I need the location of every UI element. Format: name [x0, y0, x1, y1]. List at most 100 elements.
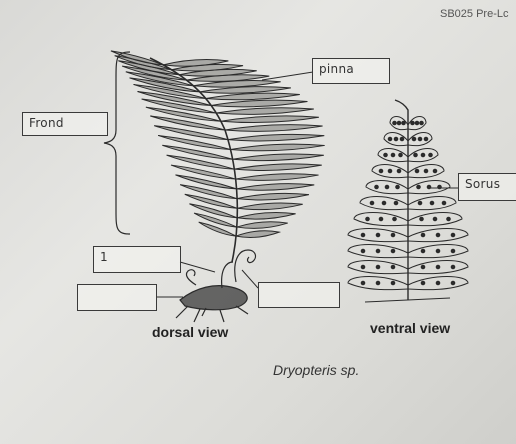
sorus-dot: [435, 232, 441, 238]
fiddlehead-right: [234, 249, 257, 283]
ventral-pinna-right: [407, 196, 457, 211]
ventral-pinna-left: [359, 196, 409, 211]
pinna-left: [133, 83, 206, 99]
sorus-dot: [395, 184, 400, 190]
frond-label: Frond: [29, 116, 64, 130]
sorus-dot: [417, 200, 423, 206]
sorus-dot: [378, 216, 384, 222]
sorus-dot: [387, 168, 393, 174]
rhizome-mass: [179, 285, 248, 311]
young-stipe: [221, 261, 234, 289]
ventral-pinna-right: [407, 244, 469, 259]
sorus-dot: [446, 216, 451, 222]
pinna-left: [189, 203, 238, 219]
sorus-dot: [419, 120, 424, 126]
sorus-dot: [384, 184, 390, 190]
pinna-right: [220, 115, 319, 124]
pinna-leader: [261, 71, 314, 81]
pinna-left: [141, 98, 217, 114]
pinna-right: [237, 202, 303, 211]
sorus-dot: [420, 152, 426, 158]
sorus-dot: [390, 152, 396, 158]
ventral-pinna-right: [407, 116, 427, 131]
pinna-right: [199, 86, 291, 94]
pinna-right: [163, 59, 229, 67]
sorus-dot: [375, 232, 381, 238]
sorus-dot: [375, 280, 381, 286]
ventral-pinna-right: [407, 260, 469, 275]
box-upper-leader: [179, 261, 216, 273]
pinna-left: [170, 164, 236, 180]
ventral-pinna-left: [377, 148, 409, 163]
pinna-left: [153, 125, 229, 141]
sorus-dot: [393, 136, 399, 142]
lower-left-answer-box[interactable]: [77, 284, 157, 311]
sorus-dot: [450, 280, 456, 286]
sorus-dot: [398, 152, 403, 158]
sorus-dot: [396, 120, 402, 126]
frond-label-box[interactable]: Frond: [22, 112, 108, 136]
sorus-dot: [392, 120, 397, 126]
ventral-pinna-left: [371, 164, 409, 179]
sorus-dot: [423, 136, 429, 142]
sorus-dot: [378, 168, 384, 174]
sorus-dot: [420, 248, 426, 254]
pinna-left: [129, 77, 200, 93]
root-strands: [175, 305, 249, 323]
sorus-dot: [410, 120, 415, 126]
ventral-pinna-left: [389, 116, 409, 131]
sorus-dot: [401, 120, 406, 126]
pinna-right: [237, 192, 310, 201]
pinna-left: [166, 154, 235, 170]
pinna-right: [230, 143, 325, 152]
dorsal-frond-drawing: [110, 50, 325, 263]
pinna-left: [150, 115, 226, 131]
sorus-label: Sorus: [465, 177, 501, 191]
ventral-pinna-left: [383, 132, 409, 147]
sorus-dot: [423, 168, 429, 174]
sorus-dot: [360, 280, 366, 286]
right-answer-box[interactable]: [258, 282, 340, 308]
pinna-right: [235, 173, 319, 181]
sorus-dot: [399, 136, 405, 142]
ventral-rachis: [394, 99, 409, 300]
sorus-dot: [417, 136, 423, 142]
pinna-right: [234, 163, 322, 171]
pinna-left: [145, 106, 221, 122]
sorus-dot: [435, 248, 441, 254]
sorus-dot: [435, 264, 441, 270]
pinna-label-box[interactable]: pinna: [312, 58, 390, 84]
frond-brace: [103, 51, 131, 235]
sorus-dot: [390, 232, 396, 238]
pinna-left: [162, 144, 233, 160]
sorus-dot: [411, 136, 417, 142]
sorus-dot: [369, 200, 375, 206]
pinna-left: [121, 65, 187, 81]
pinna-left: [193, 212, 237, 228]
sorus-dot: [432, 168, 438, 174]
sorus-dot: [375, 248, 381, 254]
sorus-dot: [450, 264, 456, 270]
ventral-pinna-right: [407, 132, 433, 147]
sorus-dot: [441, 200, 447, 206]
upper-left-answer-box[interactable]: 1: [93, 246, 181, 273]
pinna-left: [118, 60, 180, 76]
sorus-dot: [420, 264, 426, 270]
sorus-dot: [387, 136, 393, 142]
pinna-left: [184, 193, 238, 209]
pinna-right: [237, 211, 296, 220]
pinna-right: [205, 92, 300, 101]
sorus-label-box[interactable]: Sorus: [458, 173, 516, 201]
sorus-dot: [390, 264, 396, 270]
ventral-view-caption: ventral view: [370, 320, 451, 336]
page-code: SB025 Pre-Lc: [440, 8, 509, 20]
pinna-left: [110, 50, 164, 66]
sorus-dot: [416, 184, 421, 190]
pinna-right: [216, 107, 314, 115]
pinna-right: [236, 221, 288, 229]
ventral-pinna-right: [407, 164, 445, 179]
ventral-pinna-right: [407, 276, 469, 291]
sorus-dot: [365, 216, 370, 222]
